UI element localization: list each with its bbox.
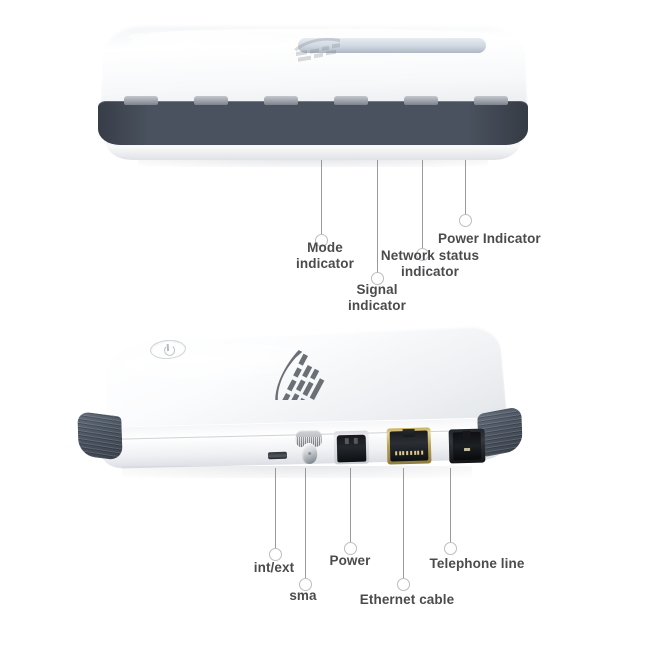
vent-slot [474,96,508,105]
telephone-cavity [453,432,482,461]
brand-logo-icon [262,346,354,400]
leader-dot-telephone-port [444,542,457,555]
leader-dot-ethernet-port [397,578,410,591]
router-front-view [84,24,540,164]
corner-pad-left [77,411,123,461]
ethernet-pin [403,451,405,455]
ethernet-pin [414,451,416,455]
leader-dot-power-indicator [459,214,472,227]
vent-slot [264,96,298,105]
callout-ethernet-port: Ethernet cable [352,592,462,608]
ethernet-pin [421,451,423,455]
sma-tip [301,443,318,464]
ethernet-pin [410,451,412,455]
callout-network-status-indicator: Network status indicator [371,248,489,281]
vent-slots [124,96,508,108]
ethernet-pin [406,451,408,455]
leader-line-ethernet-port [403,468,404,578]
callout-power-indicator: Power Indicator [438,231,558,247]
ethernet-cavity [390,431,429,462]
ethernet-rj45-port[interactable] [387,427,432,464]
telephone-rj11-port[interactable] [449,429,486,464]
int-ext-switch[interactable] [268,452,287,459]
callout-mode-indicator: Mode indicator [286,240,364,273]
vent-slot [194,96,228,105]
vent-slot [404,96,438,105]
router-rear-view [72,330,532,480]
power-pin [354,438,358,444]
leader-line-telephone-port [450,468,451,542]
drop-shadow [122,466,472,478]
callout-telephone-port: Telephone line [418,556,536,572]
callout-signal-indicator: Signal indicator [337,282,417,315]
ethernet-latch-slot [402,429,414,437]
ethernet-pin [399,451,401,455]
callout-sma-connector: sma [274,588,332,604]
power-jack-port[interactable] [334,431,370,465]
vent-slot [124,96,158,105]
power-pin [345,438,349,444]
brand-logo-icon [290,38,354,64]
telephone-latch-slot [462,431,471,438]
leader-line-power-jack [350,468,351,542]
ethernet-pin [417,451,419,455]
telephone-pins [464,448,470,451]
telephone-pin [469,448,471,451]
ethernet-pins [395,451,423,456]
ethernet-pin [395,451,397,455]
callout-power-jack: Power [320,553,380,569]
surface-highlight [128,31,278,57]
power-jack-cavity [337,435,367,463]
vent-slot [334,96,368,105]
leader-line-int-ext-switch [275,468,276,548]
callout-int-ext-switch: int/ext [238,560,310,576]
sma-antenna-connector[interactable] [294,428,325,466]
